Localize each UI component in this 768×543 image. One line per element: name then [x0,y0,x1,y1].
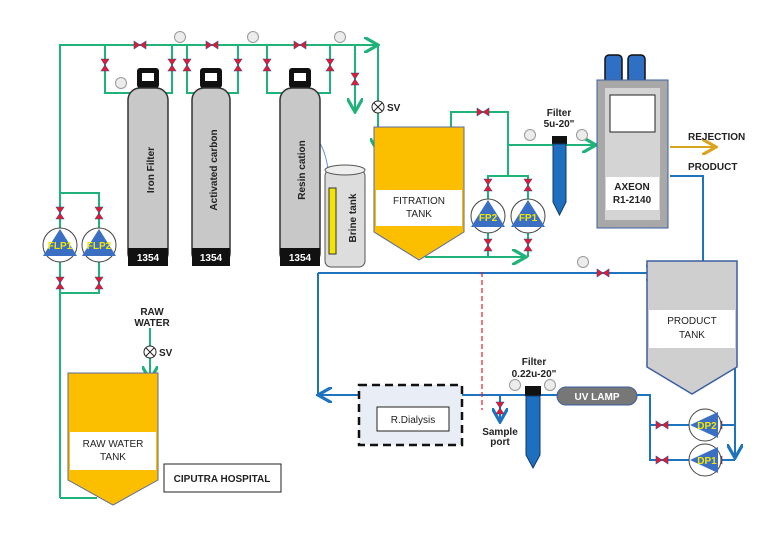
brine-tank: Brine tank [324,164,366,268]
pump-flp2[interactable]: FLP2 [81,227,117,263]
vessel-code: 1354 [137,253,160,264]
filtration-tank: FITRATION TANK [373,126,465,261]
raw-water-tank-label: RAW WATER [83,439,144,450]
valve-icon[interactable] [655,420,669,430]
valve-icon[interactable] [182,58,192,72]
iron-filter-vessel: Iron Filter 1354 [127,68,169,266]
valve-icon[interactable] [233,58,243,72]
pressure-gauge-icon [509,379,521,392]
sample-port-label: Sample [482,427,518,438]
pump-label: DP2 [697,421,717,432]
valve-icon[interactable] [655,455,669,465]
uv-lamp-label: UV LAMP [575,392,620,403]
product-tank: PRODUCT TANK [646,260,738,395]
filter-label: Filter [547,108,572,119]
product-label: PRODUCT [688,162,737,173]
pump-label: FLP1 [48,241,73,252]
raw-water-tank: RAW WATER TANK [67,372,159,506]
raw-water-label: RAW [140,307,164,318]
pump-fp1[interactable]: FP1 [510,198,546,234]
valve-icon[interactable] [293,40,307,50]
activated-carbon-label: Activated carbon [209,129,220,210]
vessel-code: 1354 [289,253,312,264]
valve-icon[interactable] [523,238,533,252]
sv-label: SV [159,348,173,359]
filter-label: 0.22u-20" [512,369,557,380]
valve-icon[interactable] [483,238,493,252]
pump-label: DP1 [697,456,717,467]
resin-cation-label: Resin cation [297,140,308,199]
pressure-gauge-icon [174,31,186,44]
sv-label: SV [387,103,401,114]
valve-icon[interactable] [205,40,219,50]
valve-icon[interactable] [55,206,65,220]
vessel-code: 1354 [200,253,223,264]
pump-label: FLP2 [87,241,112,252]
dialysis-label: R.Dialysis [391,415,435,426]
pressure-gauge-icon [544,379,556,392]
valve-icon[interactable] [94,276,104,290]
filter-label: Filter [522,357,547,368]
raw-water-tank-label: TANK [100,452,126,463]
pressure-gauge-icon [524,129,536,142]
valve-icon[interactable] [262,58,272,72]
iron-filter-label: Iron Filter [146,147,157,193]
valve-icon[interactable] [325,58,335,72]
valve-icon[interactable] [133,40,147,50]
rejection-label: REJECTION [688,132,745,143]
pump-fp2[interactable]: FP2 [470,198,506,234]
pressure-gauge-icon [577,256,589,269]
valve-icon[interactable] [100,58,110,72]
valve-icon[interactable] [596,268,610,278]
solenoid-valve-top[interactable]: SV [371,100,401,114]
ro-unit-label: R1-2140 [613,195,652,206]
activated-carbon-vessel: Activated carbon 1354 [191,68,231,266]
filter-022u: Filter 0.22u-20" [512,357,557,470]
resin-cation-vessel: Resin cation 1354 [279,68,321,266]
facility-label-box: CIPUTRA HOSPITAL [163,463,282,493]
valve-icon[interactable] [55,276,65,290]
valve-icon[interactable] [523,178,533,192]
valve-icon[interactable] [94,206,104,220]
facility-label: CIPUTRA HOSPITAL [174,474,271,485]
ro-unit-label: AXEON [614,182,650,193]
filtration-tank-label: TANK [406,209,432,220]
valve-icon[interactable] [483,178,493,192]
valve-icon[interactable] [495,401,505,415]
brine-tank-label: Brine tank [348,193,359,242]
sample-port-label: port [490,437,510,448]
solenoid-valve-raw[interactable]: SV [143,345,173,359]
pressure-gauge-icon [334,31,346,44]
pump-flp1[interactable]: FLP1 [42,227,78,263]
filter-5u: Filter 5u-20" [544,108,575,217]
valve-icon[interactable] [350,72,360,86]
valve-icon[interactable] [476,107,490,117]
pressure-gauge-icon [115,77,127,90]
pump-dp2[interactable]: DP2 [688,408,722,442]
pressure-gauge-icon [247,31,259,44]
pump-dp1[interactable]: DP1 [688,443,722,477]
pressure-gauge-icon [576,129,588,142]
filter-label: 5u-20" [544,119,575,130]
pump-label: FP2 [479,213,498,224]
product-tank-label: PRODUCT [667,316,716,327]
product-tank-label: TANK [679,330,705,341]
filtration-tank-label: FITRATION [393,196,445,207]
pump-label: FP1 [519,213,538,224]
axeon-ro-unit: AXEON R1-2140 [596,54,669,229]
valve-icon[interactable] [167,58,177,72]
raw-water-label: WATER [134,318,170,329]
uv-lamp: UV LAMP [556,386,638,406]
dialysis-unit: R.Dialysis [357,383,464,447]
